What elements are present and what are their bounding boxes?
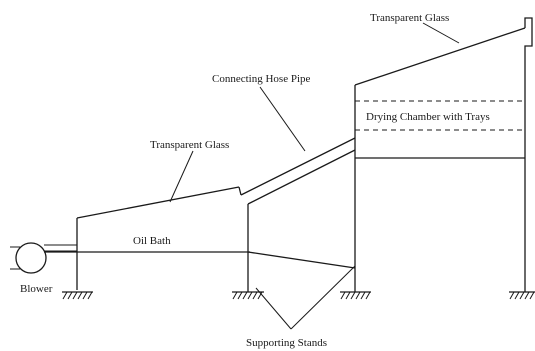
label-supporting-stands: Supporting Stands [246,337,327,349]
foot-middle-left [232,291,264,300]
blower [10,242,77,274]
hose-top-edge [240,137,356,196]
leader-hose [259,86,306,152]
leader-glass-top [422,22,460,44]
blower-housing [15,242,47,274]
chamber-right-wall [524,17,533,292]
label-oil-bath: Oil Bath [133,235,171,247]
foot-right [509,291,535,300]
label-glass-left: Transparent Glass [150,139,229,151]
label-drying-chamber: Drying Chamber with Trays [366,111,490,123]
leader-glass-left [169,150,194,203]
hose-bottom-edge [247,149,356,205]
hose-lower-line [247,251,356,269]
collector-glass-left [76,186,240,219]
leader-stand-2 [290,265,356,330]
leader-lines [169,22,460,330]
chamber-glass-roof [354,27,526,86]
drying-chamber [354,17,533,292]
leader-stand-1 [255,287,292,330]
collector-step [238,186,242,196]
foot-left [62,291,93,300]
stand-feet [62,291,535,300]
label-blower: Blower [20,283,53,295]
oil-bath-collector [44,186,250,290]
label-glass-top: Transparent Glass [370,12,449,24]
foot-middle-right [340,291,371,300]
connecting-hose-pipe [240,137,356,292]
label-hose-pipe: Connecting Hose Pipe [212,73,310,85]
